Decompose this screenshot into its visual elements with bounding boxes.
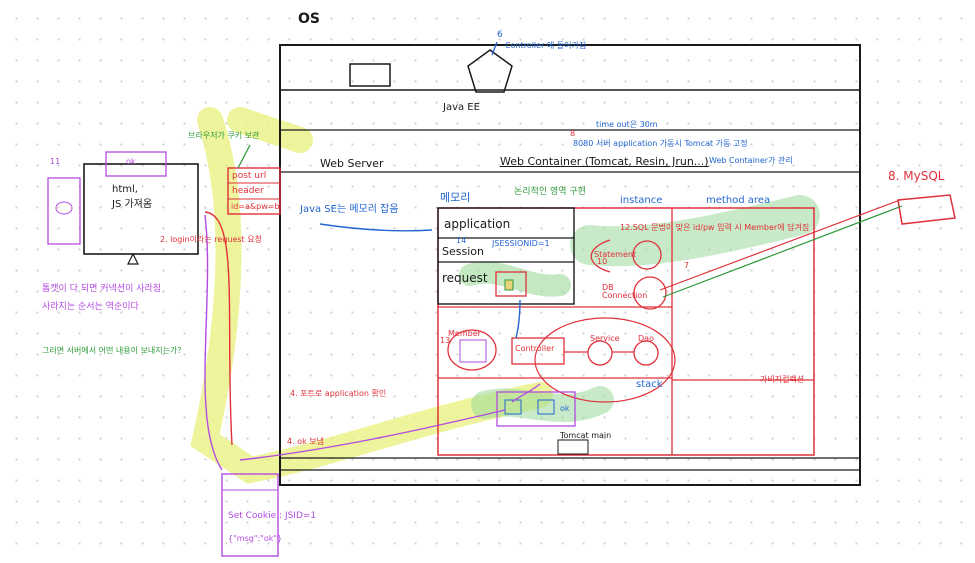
request-to-controller-arrow [516, 300, 520, 338]
browser-ok: ok [126, 158, 136, 166]
header-label: header [232, 187, 264, 196]
dao-circle [634, 341, 658, 365]
login-request-note: 2. login이라는 request 요청 [160, 236, 262, 244]
controller-pentagon [468, 50, 512, 92]
dao-label: Dao [638, 335, 654, 343]
member-label: Member [448, 330, 481, 338]
body-value: id=a&pw=b [231, 203, 280, 211]
web-container-note: Web Container가 관리 [709, 157, 793, 165]
num-7: 7 [684, 262, 689, 270]
time-out-note: time out은 30m [596, 121, 658, 129]
request-object-2 [505, 280, 513, 290]
browser-js: JS 가져옴 [112, 200, 152, 210]
app-note: 8080 서버 application 가동시 Tomcat 가동 고정 [573, 140, 748, 148]
tomcat-main-label: Tomcat main [560, 432, 611, 440]
service-label: Service [590, 335, 620, 343]
heap-label: 가비지컬렉션 [760, 376, 804, 384]
java-ee-label: Java EE [443, 103, 480, 113]
method-area-label: method area [706, 196, 770, 206]
member-fields [460, 340, 486, 362]
left-note-2: 사라지는 순서는 역순이다 [42, 303, 139, 312]
post-url-label: post url [232, 172, 266, 181]
db-connection-label: DB Connection [602, 284, 642, 300]
browser-html: html, [112, 185, 138, 195]
instance-label: instance [620, 196, 662, 206]
application-label: application [444, 218, 510, 230]
num-13: 13 [440, 337, 450, 345]
left-note-1: 톰캣이 다 되면 커넥션이 사라짐 [42, 285, 161, 294]
session-label: Session [442, 246, 484, 257]
stack-label: stack [636, 380, 663, 390]
question-note: 그러면 서버에서 어떤 내용이 보내지는가? [42, 347, 182, 355]
cookie-note: 브라우저가 쿠키 보관 [188, 132, 259, 140]
controller-note: Controller 에 들어가짐 [505, 42, 586, 50]
os-label: OS [298, 12, 320, 26]
java-se-note: Java SE는 메모리 잡음 [300, 205, 399, 215]
num-14: 14 [456, 237, 466, 245]
green-highlight-stack [485, 400, 600, 408]
web-container-label: Web Container (Tomcat, Resin, Jrun...) [500, 156, 709, 167]
request-label: request [442, 272, 488, 284]
set-cookie-label: Set Cookie : JSID=1 [228, 512, 316, 521]
num-6: 6 [497, 31, 503, 40]
num-8: 8 [570, 130, 575, 138]
memory-note: 논리적인 영역 구현 [514, 188, 586, 197]
service-circle [588, 341, 612, 365]
monitor-stand [128, 254, 138, 264]
sql-note: 12.SQL 문법이 맞은 id/pw 입력 시 Member에 담겨짐 [620, 224, 809, 232]
java-se-arrow [320, 224, 432, 231]
mysql-db [898, 195, 955, 224]
num-11: 11 [50, 158, 60, 166]
cookie-arrow [238, 145, 250, 168]
tomcat-main-box [558, 440, 588, 454]
port-note: 4. 포트로 application 확인 [290, 390, 386, 398]
memory-label: 메모리 [440, 192, 470, 203]
ok-sent-note: 4. ok 보냄 [287, 438, 324, 446]
return-ok: ok [560, 405, 570, 413]
controller-label: Controller [515, 345, 554, 353]
mysql-label: 8. MySQL [888, 170, 944, 182]
os-window-button [350, 64, 390, 86]
web-server-label: Web Server [320, 158, 384, 169]
num-10: 10 [597, 258, 607, 266]
cache-db [56, 202, 72, 214]
browser-cache-box [48, 178, 80, 244]
msg-label: {"msg":"ok"} [228, 535, 282, 543]
jsessionid-label: JSESSIONID=1 [492, 240, 550, 248]
